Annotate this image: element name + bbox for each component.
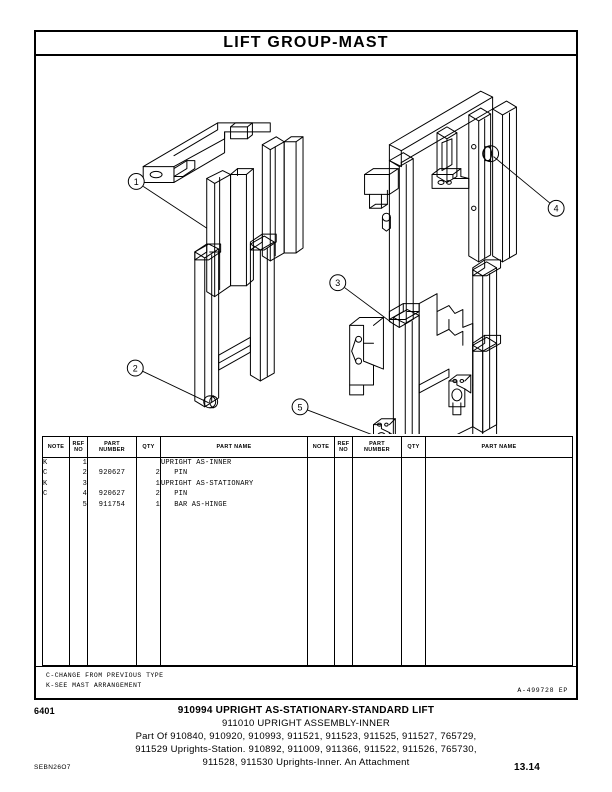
callout-label-4: 4	[554, 204, 559, 214]
right-third-stage-upright	[472, 336, 498, 434]
callout-label-2: 2	[133, 364, 138, 374]
left-bottom-roller-pin	[203, 395, 219, 409]
cells-partname-right	[425, 457, 573, 666]
callout-bubble-1[interactable]: 1	[127, 173, 145, 190]
col-header-refno-left: REF NO	[69, 436, 88, 458]
col-header-refno-right-line2: NO	[339, 447, 348, 453]
callout-leader-3	[344, 287, 392, 323]
callout-label-5: 5	[298, 402, 303, 412]
cells-partnumber-right	[352, 457, 402, 666]
left-lower-cross-tie	[218, 336, 251, 371]
page-number: 13.14	[514, 762, 541, 773]
right-rear-lower-bracket	[472, 259, 502, 277]
exploded-parts-diagram: 1 2 3 4 5	[126, 90, 565, 434]
left-upright-transition-bracket	[194, 243, 222, 261]
col-header-partnumber-line1: PART	[104, 440, 120, 447]
parts-table: NOTE REF NO PART NUMBER QTY PART NAME NO…	[42, 436, 573, 666]
col-header-qty-right: QTY	[401, 436, 426, 458]
right-mast-crosshead-bracket	[364, 168, 399, 232]
parts-table-body-row: K C K C 1 2 3 4 5 920627 920627 911754 2…	[42, 457, 573, 666]
parts-table-container: NOTE REF NO PART NUMBER QTY PART NAME NO…	[42, 436, 573, 666]
caption-line-5: 911528, 911530 Uprights-Inner. An Attach…	[202, 757, 410, 768]
page-frame: LIFT GROUP-MAST	[34, 30, 578, 700]
col-header-partname-right: PART NAME	[425, 436, 573, 458]
left-mast-rear-plate	[283, 136, 304, 254]
callout-bubble-4[interactable]: 4	[547, 199, 565, 217]
cells-note-left: K C K C	[42, 457, 70, 666]
right-stationary-upright-rear	[492, 100, 517, 263]
illustration-area: 1 2 3 4 5	[36, 56, 576, 434]
callout-leader-1	[142, 186, 207, 229]
col-header-partnumber-right-line2: NUMBER	[364, 447, 390, 453]
col-header-qty-left: QTY	[136, 436, 161, 458]
notes-band: C-CHANGE FROM PREVIOUS TYPE K-SEE MAST A…	[36, 666, 576, 698]
callout-label-3: 3	[335, 278, 340, 288]
mid-mast-mounting-bracket	[349, 316, 384, 396]
left-mast-top-crossbeam	[142, 122, 271, 183]
cells-note-right	[307, 457, 335, 666]
mid-mast-cross-tie	[418, 368, 450, 394]
left-mast-upper-bracket	[173, 160, 196, 178]
page-title: LIFT GROUP-MAST	[223, 34, 389, 51]
callout-bubble-5[interactable]: 5	[291, 398, 309, 416]
caption-line-3: Part Of 910840, 910920, 910993, 911521, …	[135, 731, 477, 742]
col-header-refno-line1: REF	[72, 440, 85, 447]
callout-leader-4	[493, 156, 551, 204]
cells-refno-left: 1 2 3 4 5	[69, 457, 88, 666]
col-header-partnumber-right-line1: PART	[369, 440, 385, 447]
lower-hinge-bar-left	[373, 418, 396, 434]
cells-qty-left: 2 1 2 1	[136, 457, 161, 666]
cells-refno-right	[334, 457, 353, 666]
callout-bubble-3[interactable]: 3	[329, 274, 347, 292]
group-number: 6401	[34, 706, 55, 716]
right-mast-overhead-beam	[388, 90, 494, 168]
cells-qty-right	[401, 457, 426, 666]
col-header-refno-line2: NO	[74, 447, 83, 453]
caption-line-4: 911529 Uprights-Station. 910892, 911009,…	[135, 744, 477, 755]
col-header-partname-left: PART NAME	[160, 436, 308, 458]
drawing-number: A-499728 EP	[517, 687, 568, 694]
callout-label-1: 1	[134, 177, 139, 187]
cells-partnumber-left: 920627 920627 911754	[87, 457, 137, 666]
parts-table-header-row: NOTE REF NO PART NUMBER QTY PART NAME NO…	[42, 436, 573, 458]
form-code: SEBN26O7	[34, 764, 71, 771]
right-top-pin-head	[482, 145, 500, 163]
right-inner-upright-front	[468, 107, 492, 263]
col-header-partnumber-right: PART NUMBER	[352, 436, 402, 458]
right-carriage-foot-plate	[431, 168, 470, 189]
caption-block: 910994 UPRIGHT AS-STATIONARY-STANDARD LI…	[34, 704, 578, 769]
callout-leader-5	[306, 409, 372, 434]
right-stationary-upright-front-lower	[392, 309, 420, 434]
left-stationary-upright-rear	[249, 235, 275, 382]
left-rear-transition-bracket	[249, 233, 277, 251]
left-inner-upright-channel	[206, 170, 232, 298]
callout-leader-2	[142, 370, 209, 404]
col-header-note-left: NOTE	[42, 436, 70, 458]
note-legend-c: C-CHANGE FROM PREVIOUS TYPE	[46, 672, 164, 679]
col-header-note-right: NOTE	[307, 436, 335, 458]
mast-backing-panel	[418, 293, 474, 434]
caption-line-2: 911010 UPRIGHT ASSEMBLY-INNER	[222, 718, 390, 729]
col-header-refno-right-line1: REF	[337, 440, 350, 447]
cells-partname-left: UPRIGHT AS-INNER PIN UPRIGHT AS-STATIONA…	[160, 457, 308, 666]
col-header-partnumber-left: PART NUMBER	[87, 436, 137, 458]
caption-line-1: 910994 UPRIGHT AS-STATIONARY-STANDARD LI…	[177, 705, 435, 716]
lower-hinge-bar-right	[448, 374, 472, 416]
col-header-partnumber-line2: NUMBER	[99, 447, 125, 453]
col-header-refno-right: REF NO	[334, 436, 353, 458]
title-bar: LIFT GROUP-MAST	[36, 32, 576, 56]
callout-bubble-2[interactable]: 2	[126, 359, 144, 377]
right-mast-mid-channel-left	[388, 152, 414, 328]
note-legend-k: K-SEE MAST ARRANGEMENT	[46, 682, 142, 689]
left-inner-upright-plate	[230, 168, 254, 287]
